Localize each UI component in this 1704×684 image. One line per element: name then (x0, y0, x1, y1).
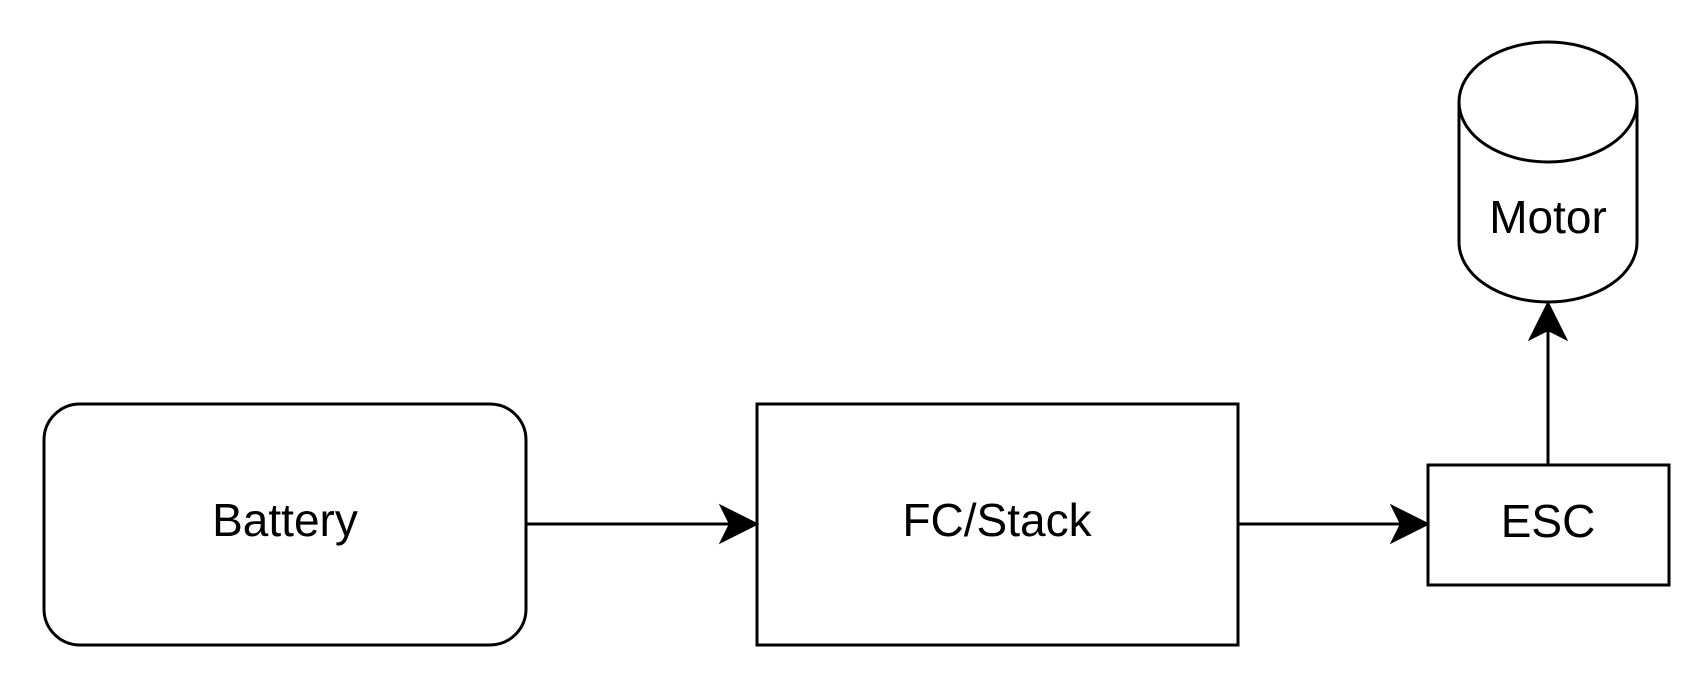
motor-label: Motor (1489, 191, 1607, 243)
edge-fc-stack-to-esc-arrowhead (1389, 503, 1431, 545)
motor-node: Motor (1457, 40, 1639, 304)
battery-label: Battery (212, 494, 358, 546)
esc-box (1426, 463, 1671, 587)
edge-battery-to-fc-stack-arrowhead (718, 503, 760, 545)
fc-stack-label: FC/Stack (902, 494, 1092, 546)
esc-node: ESC (1426, 463, 1671, 587)
fc-stack-box (755, 402, 1240, 647)
esc-label: ESC (1501, 495, 1596, 547)
battery-node: Battery (42, 402, 528, 647)
edge-esc-to-motor-arrowhead (1527, 300, 1569, 342)
motor-cylinder-top (1457, 40, 1639, 164)
fc-stack-node: FC/Stack (755, 402, 1240, 647)
battery-box (42, 402, 528, 647)
